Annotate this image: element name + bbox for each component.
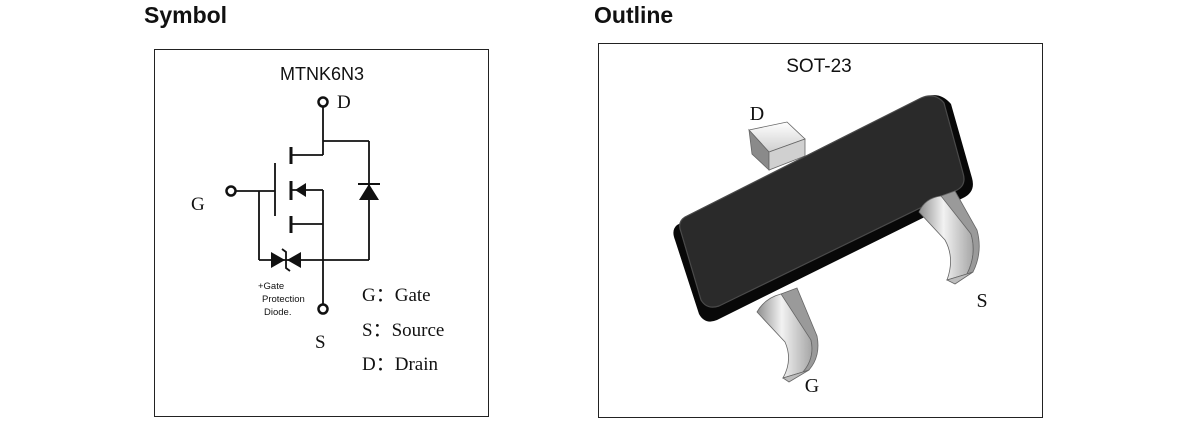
- part-number: MTNK6N3: [280, 64, 364, 84]
- mosfet-schematic: MTNK6N3 D: [191, 64, 444, 375]
- package-drain-label: D: [750, 103, 764, 125]
- zener-diode-right: [287, 252, 301, 268]
- legend-drain: D：Drain: [362, 354, 438, 375]
- gate-terminal: [225, 185, 237, 197]
- legend-source: S：Source: [362, 320, 444, 341]
- zener-bar: [281, 248, 291, 272]
- body-diode-triangle: [359, 184, 379, 200]
- symbol-panel: MTNK6N3 D: [154, 49, 489, 417]
- drain-pin-label: D: [337, 92, 351, 113]
- outline-panel: SOT-23 D S G: [598, 43, 1043, 418]
- source-lead: [918, 190, 980, 285]
- source-terminal: [317, 303, 329, 315]
- diode-note-line-1: +Gate: [258, 281, 284, 292]
- channel-arrow: [295, 183, 306, 197]
- drain-lead: [748, 121, 806, 171]
- diode-note-line-3: Diode.: [264, 307, 291, 318]
- gate-lead: [756, 287, 819, 383]
- gate-pin-label: G: [191, 194, 205, 215]
- zener-diode-left: [271, 252, 285, 268]
- package-source-label: S: [976, 290, 987, 312]
- package-name: SOT-23: [786, 56, 851, 77]
- package-gate-label: G: [805, 375, 819, 397]
- drain-terminal: [317, 96, 329, 108]
- source-pin-label: S: [315, 332, 326, 353]
- mosfet-wiring: [235, 107, 370, 305]
- outline-heading: Outline: [594, 2, 674, 28]
- legend-gate: G：Gate: [362, 285, 431, 306]
- sot23-package-illustration: SOT-23 D S G: [673, 56, 988, 397]
- diode-note-line-2: Protection: [262, 294, 305, 305]
- symbol-heading: Symbol: [144, 2, 228, 28]
